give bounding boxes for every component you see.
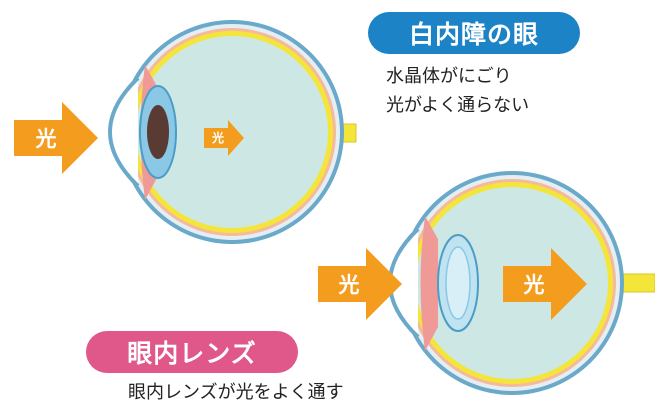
cornea-top <box>108 76 140 188</box>
light-label-3: 光 <box>338 273 360 297</box>
iol-title-badge: 眼内レンズ <box>86 331 298 373</box>
light-arrow-3 <box>318 248 402 320</box>
light-label-1: 光 <box>35 127 57 151</box>
light-label-2: 光 <box>211 130 224 145</box>
light-label-4: 光 <box>523 273 545 297</box>
cataract-title-badge: 白内障の眼 <box>368 12 580 54</box>
ciliary-body-bottom <box>420 216 438 351</box>
light-arrow-2 <box>204 120 244 156</box>
light-arrow-1 <box>14 102 98 174</box>
intraocular-lens-inner <box>445 246 471 320</box>
light-arrow-4 <box>503 248 587 320</box>
iol-caption: 眼内レンズが光をよく通す <box>128 382 344 403</box>
cataract-caption-line-2: 光がよく通らない <box>386 95 530 116</box>
clouded-lens-icon <box>147 105 169 159</box>
cataract-caption-line-1: 水晶体がにごり <box>386 66 512 87</box>
